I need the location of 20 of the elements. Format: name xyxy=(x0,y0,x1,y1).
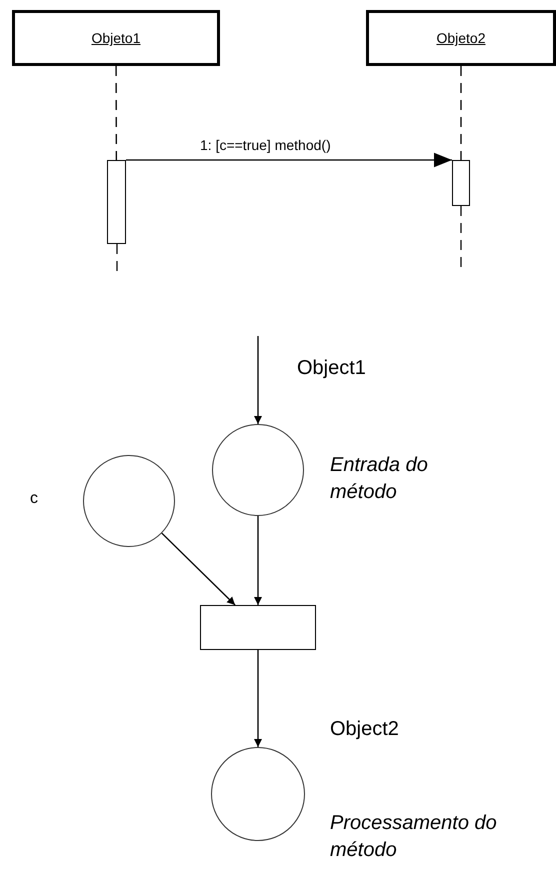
arrow xyxy=(254,516,262,605)
place-caption: Entrada do método xyxy=(330,453,429,505)
place-caption: c xyxy=(30,489,39,509)
object-name: Objeto2 xyxy=(436,30,486,46)
activation-bar xyxy=(452,160,470,206)
object-name: Objeto1 xyxy=(91,30,141,46)
lifeline xyxy=(460,66,462,160)
place-caption: Processamento do método xyxy=(330,811,498,863)
transition-box xyxy=(200,605,316,650)
message-label: 1: [c==true] method() xyxy=(200,137,331,153)
edge-label: Object2 xyxy=(330,718,399,741)
arrow xyxy=(161,532,236,606)
arrow xyxy=(126,152,452,168)
activation-bar xyxy=(107,160,126,244)
lifeline xyxy=(115,66,118,160)
object-box xyxy=(12,10,220,66)
edge-label: Object1 xyxy=(297,357,366,380)
arrow xyxy=(254,336,262,424)
object-box xyxy=(366,10,556,66)
arrow xyxy=(254,650,262,747)
